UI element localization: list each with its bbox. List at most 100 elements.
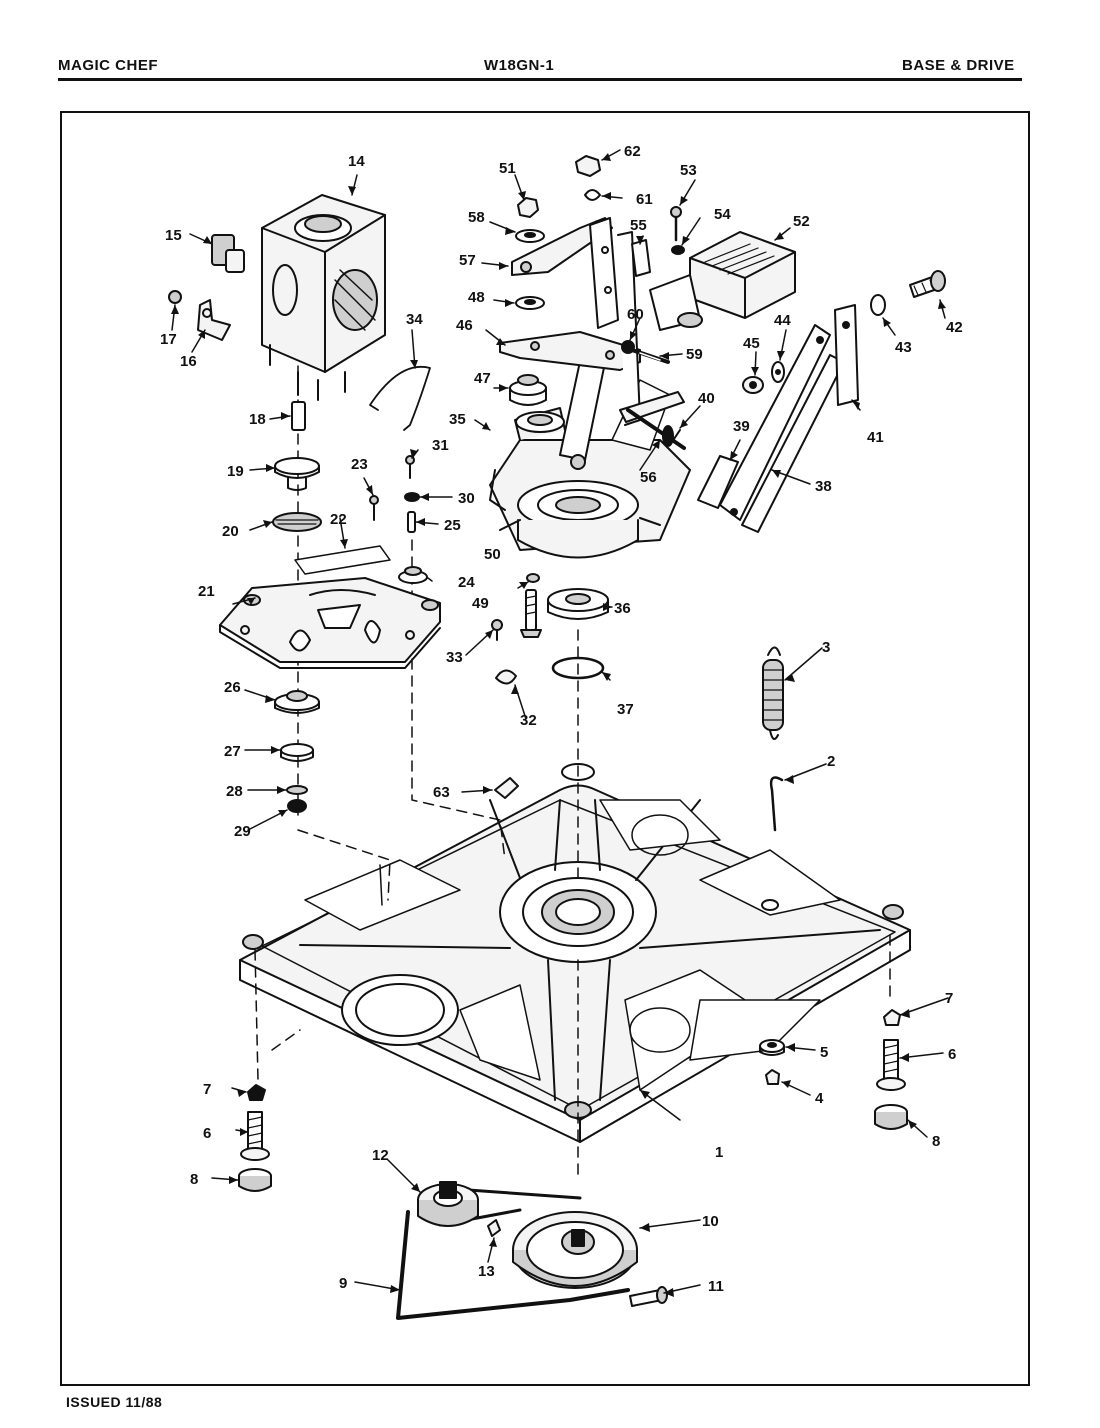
callout-1: 1 bbox=[715, 1144, 723, 1161]
drive-bushing bbox=[274, 690, 320, 714]
callout-16: 16 bbox=[180, 353, 197, 370]
callout-17: 17 bbox=[160, 331, 177, 348]
callout-14: 14 bbox=[348, 153, 365, 170]
brake-bracket-46 bbox=[499, 331, 641, 371]
motor bbox=[261, 194, 386, 401]
callout-43: 43 bbox=[895, 339, 912, 356]
leveling-leg-6-left bbox=[240, 1111, 270, 1161]
nut-4 bbox=[765, 1069, 780, 1085]
callout-8-right: 8 bbox=[932, 1133, 940, 1150]
screw-45 bbox=[742, 376, 764, 394]
callout-36: 36 bbox=[614, 600, 631, 617]
callout-42: 42 bbox=[946, 319, 963, 336]
pin-25 bbox=[407, 511, 416, 533]
callout-39: 39 bbox=[733, 418, 750, 435]
spring-clip-34 bbox=[369, 365, 431, 431]
bolt-49 bbox=[520, 589, 542, 638]
bolt-59 bbox=[630, 348, 670, 364]
callout-61: 61 bbox=[636, 191, 653, 208]
callout-50: 50 bbox=[484, 546, 501, 563]
callout-47: 47 bbox=[474, 370, 491, 387]
header-brand: MAGIC CHEF bbox=[58, 57, 158, 74]
solenoid-52 bbox=[649, 231, 796, 331]
grommet-24 bbox=[398, 566, 428, 584]
callout-3: 3 bbox=[822, 639, 830, 656]
callout-53: 53 bbox=[680, 162, 697, 179]
foot-pad-8-right bbox=[874, 1104, 908, 1130]
callout-29: 29 bbox=[234, 823, 251, 840]
spring-56 bbox=[619, 391, 686, 450]
pulley-hub-36 bbox=[547, 588, 609, 620]
callout-27: 27 bbox=[224, 743, 241, 760]
callout-62: 62 bbox=[624, 143, 641, 160]
callout-33: 33 bbox=[446, 649, 463, 666]
callout-7-right: 7 bbox=[945, 990, 953, 1007]
callout-2: 2 bbox=[827, 753, 835, 770]
washer-28 bbox=[286, 785, 308, 795]
callout-19: 19 bbox=[227, 463, 244, 480]
callout-49: 49 bbox=[472, 595, 489, 612]
washer-44 bbox=[771, 361, 785, 383]
callout-10: 10 bbox=[702, 1213, 719, 1230]
clip-61 bbox=[584, 189, 601, 201]
callout-13: 13 bbox=[478, 1263, 495, 1280]
callout-30: 30 bbox=[458, 490, 475, 507]
issue-date-footer: ISSUED 11/88 bbox=[66, 1394, 163, 1410]
header-rule bbox=[58, 78, 1022, 81]
callout-18: 18 bbox=[249, 411, 266, 428]
diagram-frame bbox=[60, 111, 1030, 1386]
callout-32: 32 bbox=[520, 712, 537, 729]
callout-7-left: 7 bbox=[203, 1081, 211, 1098]
nut-50 bbox=[526, 573, 540, 583]
callout-58: 58 bbox=[468, 209, 485, 226]
callout-35: 35 bbox=[449, 411, 466, 428]
brace-41 bbox=[834, 304, 859, 406]
bumper-5 bbox=[759, 1039, 785, 1056]
bolt-42 bbox=[909, 270, 946, 298]
leg-nut-7-right bbox=[883, 1009, 901, 1026]
washer-54 bbox=[671, 245, 685, 255]
callout-41: 41 bbox=[867, 429, 884, 446]
callout-5: 5 bbox=[820, 1044, 828, 1061]
drive-coupling bbox=[274, 457, 320, 491]
hook-2 bbox=[769, 776, 784, 832]
clip-55 bbox=[631, 239, 651, 277]
transmission-assembly bbox=[489, 337, 691, 559]
screw-33 bbox=[491, 619, 503, 641]
clip-32 bbox=[495, 669, 517, 685]
clip-29 bbox=[287, 799, 307, 813]
bearing-27 bbox=[280, 743, 314, 762]
leg-nut-7-left bbox=[247, 1084, 266, 1101]
callout-24: 24 bbox=[458, 574, 475, 591]
motor-switch bbox=[211, 234, 245, 273]
callout-31: 31 bbox=[432, 437, 449, 454]
callout-56: 56 bbox=[640, 469, 657, 486]
alignment-lines bbox=[254, 314, 891, 1181]
foot-pad-8-left bbox=[238, 1168, 272, 1192]
callout-38: 38 bbox=[815, 478, 832, 495]
pin-40 bbox=[662, 425, 681, 447]
callout-6-left: 6 bbox=[203, 1125, 211, 1142]
leveling-leg-6-right bbox=[876, 1039, 906, 1091]
callout-37: 37 bbox=[617, 701, 634, 718]
base-plate bbox=[239, 763, 911, 1143]
callout-57: 57 bbox=[459, 252, 476, 269]
callout-20: 20 bbox=[222, 523, 239, 540]
callout-44: 44 bbox=[774, 312, 791, 329]
washer-58 bbox=[515, 229, 545, 243]
callout-52: 52 bbox=[793, 213, 810, 230]
screw-31 bbox=[405, 455, 415, 479]
insulator-pad bbox=[294, 545, 391, 575]
set-screw-13 bbox=[487, 1219, 501, 1237]
callout-51: 51 bbox=[499, 160, 516, 177]
screw-17 bbox=[168, 290, 182, 304]
callout-4: 4 bbox=[815, 1090, 824, 1107]
nut-62 bbox=[575, 155, 601, 177]
motor-pulley-12 bbox=[417, 1181, 479, 1227]
callout-28: 28 bbox=[226, 783, 243, 800]
spring-3 bbox=[762, 646, 784, 740]
callout-60: 60 bbox=[627, 306, 644, 323]
callout-46: 46 bbox=[456, 317, 473, 334]
washer-43 bbox=[870, 294, 886, 316]
callout-63: 63 bbox=[433, 784, 450, 801]
